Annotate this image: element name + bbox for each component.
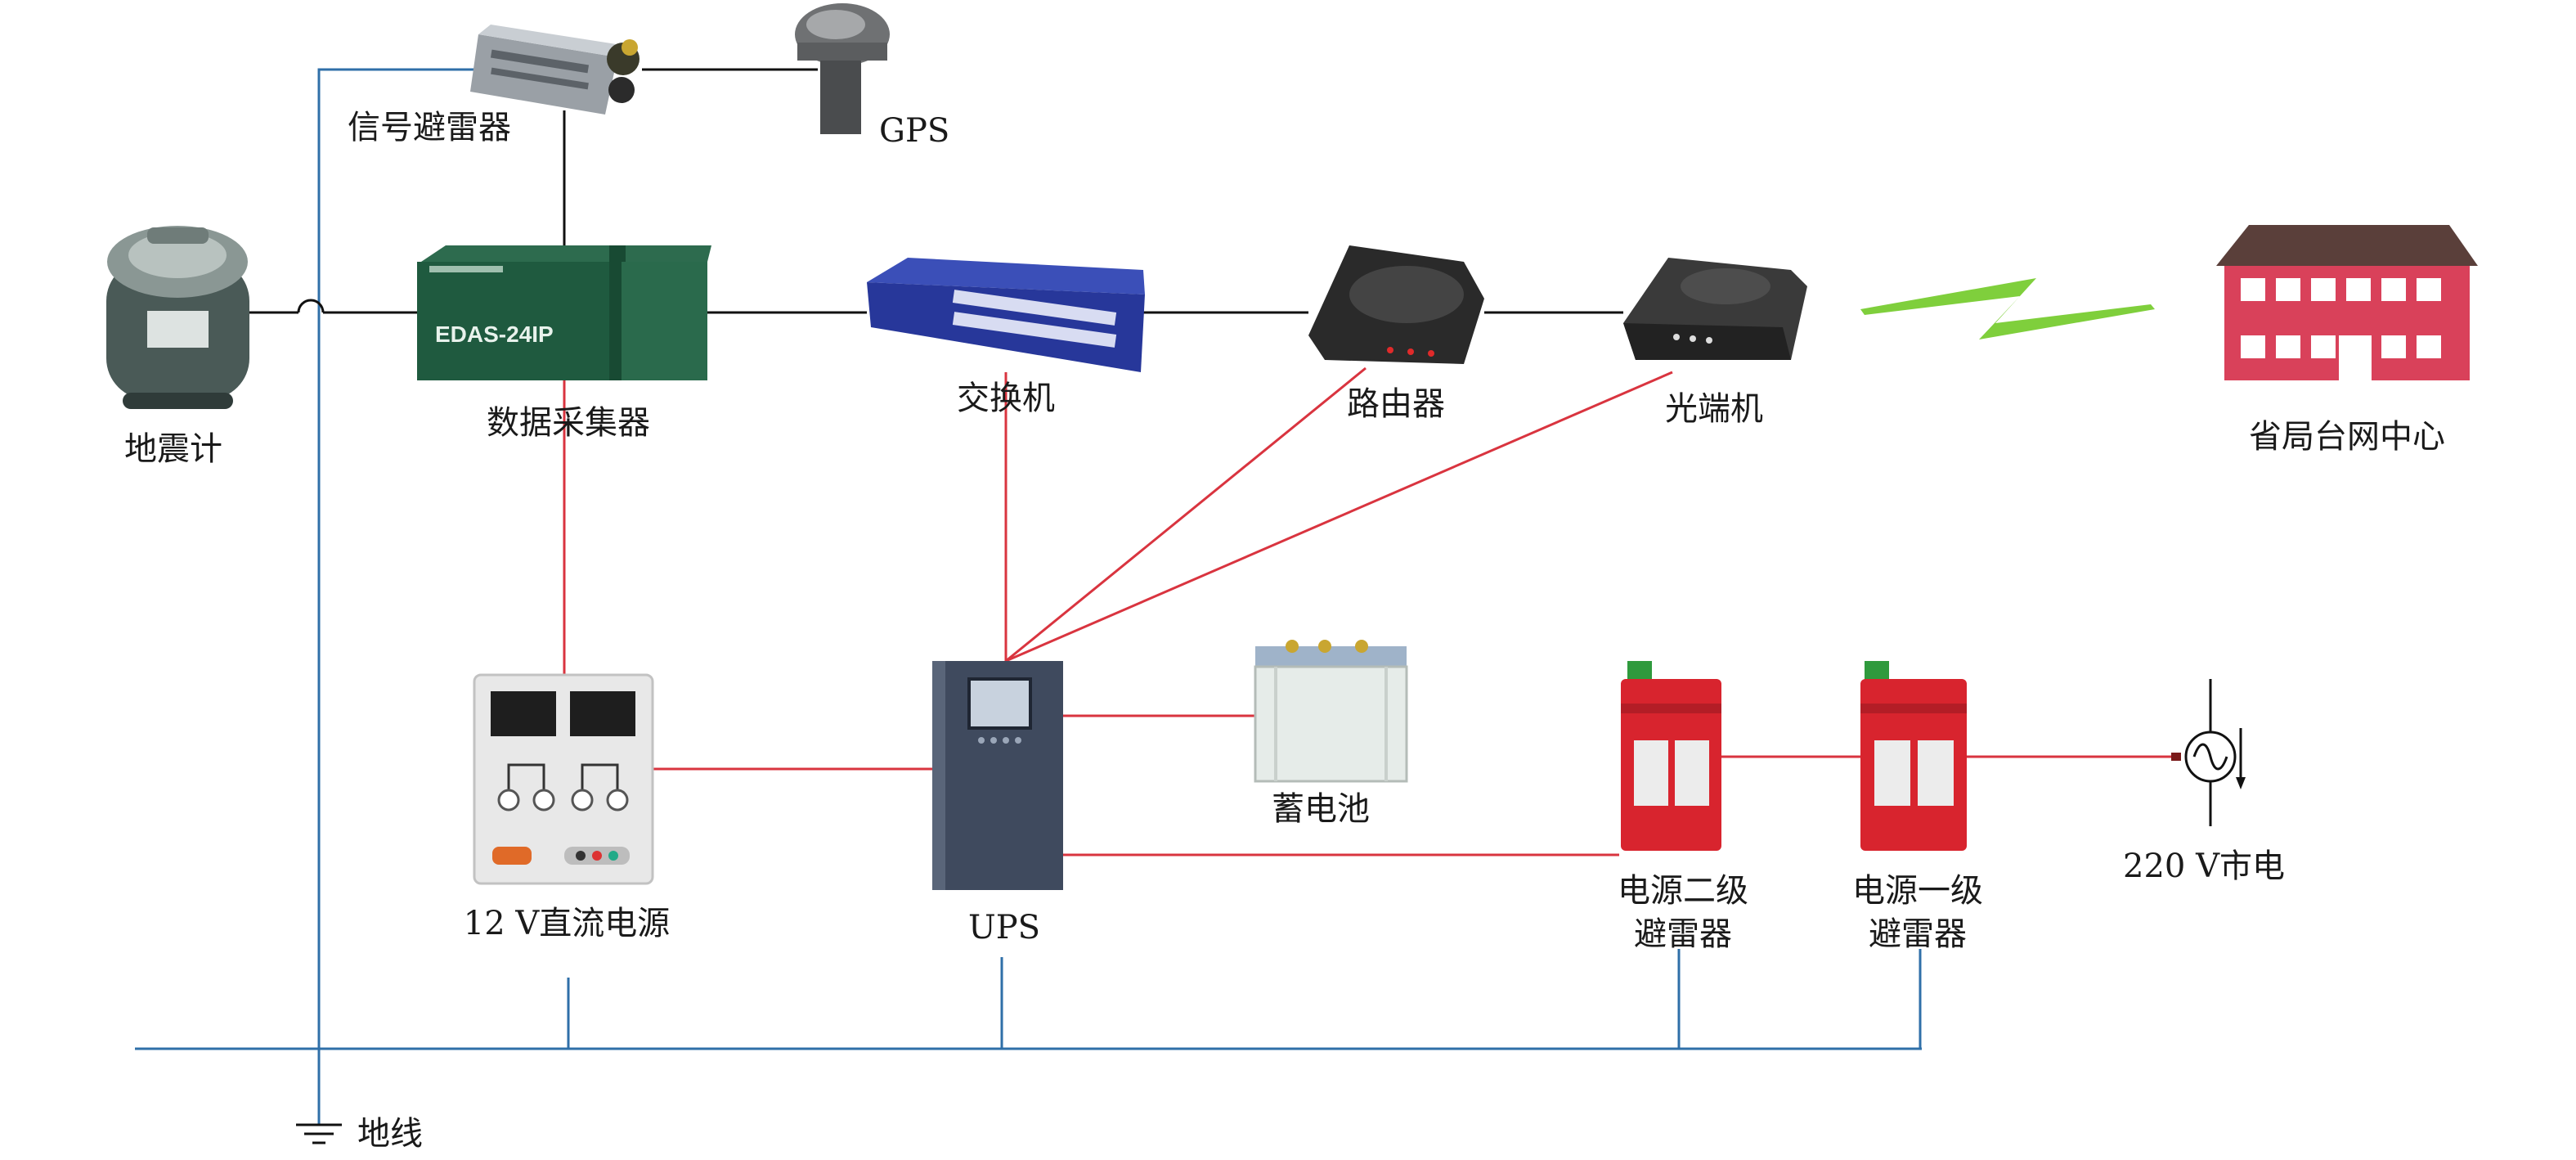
data-collector-icon: EDAS-24IP bbox=[417, 245, 711, 380]
wireless-link-icon bbox=[1860, 278, 2155, 339]
ground-label: 地线 bbox=[357, 1115, 423, 1153]
seismometer-label: 地震计 bbox=[124, 430, 222, 468]
power-arrester-1-label-line1: 电源一级 bbox=[1852, 872, 1983, 910]
power-arrester-2-label-line2: 避雷器 bbox=[1634, 915, 1732, 953]
ups-icon bbox=[932, 661, 1063, 890]
ground-symbol-icon bbox=[296, 1123, 342, 1144]
power-wiring bbox=[563, 366, 2175, 857]
surge-arrester-icon bbox=[1860, 661, 1967, 851]
router-icon bbox=[1308, 245, 1484, 364]
seismometer-icon bbox=[106, 226, 249, 409]
ac-source-icon bbox=[2171, 679, 2246, 826]
power-arrester-2-label-line1: 电源二级 bbox=[1618, 872, 1748, 910]
signal-wiring bbox=[249, 68, 1623, 314]
surge-arrester-icon bbox=[1621, 661, 1721, 851]
battery-icon bbox=[1254, 640, 1408, 783]
ups-label: UPS bbox=[967, 909, 1041, 946]
signal-arrester-label: 信号避雷器 bbox=[348, 109, 511, 146]
optical-terminal-label: 光端机 bbox=[1665, 390, 1763, 428]
gps-antenna-icon bbox=[795, 3, 890, 134]
collector-model-text: EDAS-24IP bbox=[435, 321, 554, 347]
network-switch-icon bbox=[867, 258, 1145, 372]
router-label: 路由器 bbox=[1347, 385, 1445, 423]
provincial-center-label: 省局台网中心 bbox=[2249, 418, 2445, 456]
switch-label: 交换机 bbox=[957, 380, 1055, 417]
mains-label: 220 V市电 bbox=[2123, 848, 2285, 885]
gps-label: GPS bbox=[879, 112, 950, 150]
optical-terminal-icon bbox=[1623, 258, 1807, 360]
battery-label: 蓄电池 bbox=[1272, 790, 1370, 828]
signal-arrester-icon bbox=[470, 25, 640, 115]
building-icon bbox=[2216, 225, 2478, 380]
ground-wiring bbox=[135, 68, 1922, 1125]
dc-power-supply-icon bbox=[473, 673, 654, 885]
data-collector-label: 数据采集器 bbox=[487, 404, 650, 442]
dc-power-label: 12 V直流电源 bbox=[463, 905, 671, 942]
power-arrester-1-label-line2: 避雷器 bbox=[1869, 915, 1967, 953]
